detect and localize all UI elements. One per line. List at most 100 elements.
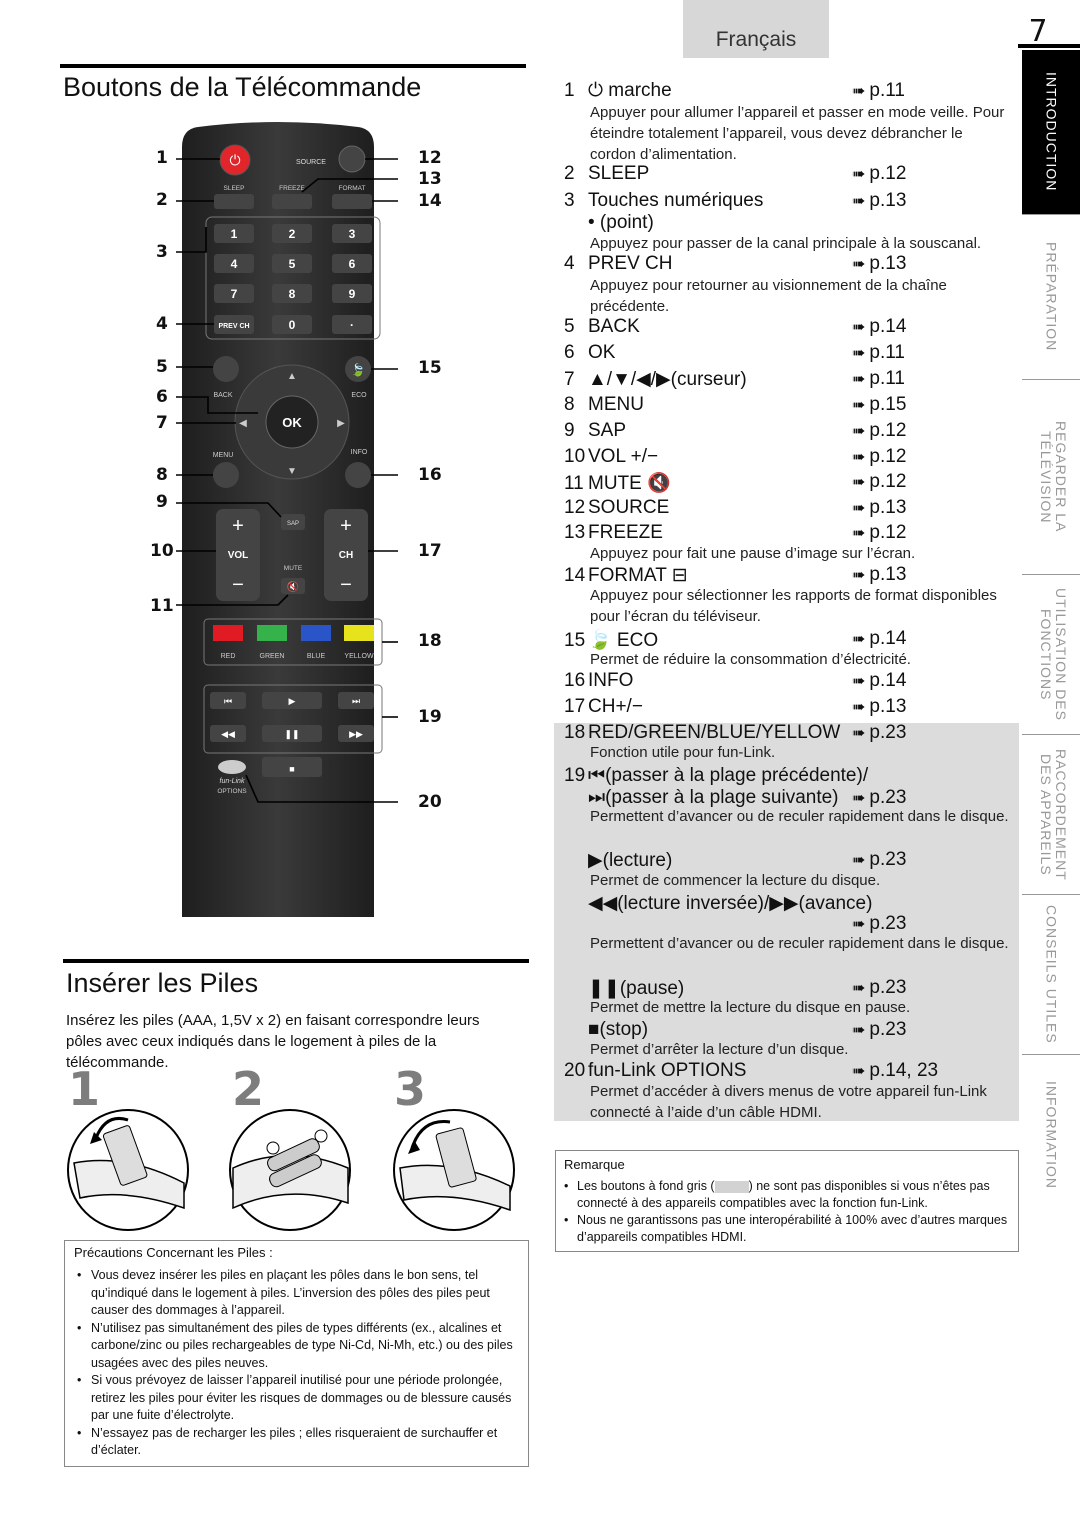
digit-label: 1: [231, 227, 238, 241]
side-tab-regarder-television[interactable]: Regarder la télévision: [1022, 380, 1080, 575]
info-button[interactable]: [345, 462, 371, 488]
arrow-right-icon: ➠: [852, 631, 866, 648]
desc-options: Permet d’accéder à divers menus de votre…: [590, 1083, 987, 1121]
callout-14: 14: [418, 191, 442, 211]
sap-button[interactable]: [281, 514, 305, 530]
desc-marche: Appuyer pour allumer l’appareil et passe…: [590, 104, 1005, 163]
sleep-button[interactable]: [214, 194, 254, 209]
list-item: 19⏮(passer à la plage précédente)/: [564, 765, 954, 787]
side-tab-raccordement-appareils[interactable]: Raccordement des appareils: [1022, 735, 1080, 895]
side-tab-introduction[interactable]: Introduction: [1022, 50, 1080, 215]
digit-0-button[interactable]: [272, 315, 312, 334]
digit-label: 5: [289, 257, 296, 271]
arrow-right-icon: ➠: [852, 1063, 866, 1080]
cursor-up-icon[interactable]: ▲: [287, 371, 297, 382]
arrow-right-icon: ➠: [852, 319, 866, 336]
callout-2: 2: [156, 190, 168, 210]
stop-button[interactable]: [262, 757, 322, 777]
ok-button[interactable]: [265, 395, 319, 449]
vol-minus-label: −: [232, 574, 244, 596]
format-button[interactable]: [332, 194, 372, 209]
blue-button[interactable]: [301, 625, 331, 641]
rewind-button[interactable]: [210, 725, 246, 742]
callout-12: 12: [418, 148, 442, 168]
freeze-button[interactable]: [272, 194, 312, 209]
digit-5-button[interactable]: [272, 254, 312, 273]
page-number: 7: [1028, 14, 1048, 49]
cursor-down-icon[interactable]: ▼: [287, 466, 297, 477]
item-number: 5: [564, 316, 575, 337]
callout-13: 13: [418, 169, 442, 189]
eco-button[interactable]: [345, 356, 371, 382]
menu-button[interactable]: [213, 462, 239, 488]
callout-4: 4: [156, 314, 168, 334]
ch-rocker[interactable]: [324, 509, 368, 601]
prev-ch-button[interactable]: [214, 315, 254, 334]
skip-previous-icon: ⏮: [224, 696, 232, 706]
battery-caution-box: Précautions Concernant les Piles : Vous …: [64, 1240, 529, 1467]
digit-7-button[interactable]: [214, 284, 254, 303]
skip-next-button[interactable]: [338, 692, 374, 709]
digit-9-button[interactable]: [332, 284, 372, 303]
digit-4-button[interactable]: [214, 254, 254, 273]
item-label: CH+/−: [588, 696, 643, 717]
page-reference: ➠p.14: [852, 628, 906, 650]
play-button[interactable]: [262, 692, 322, 709]
digit-3-button[interactable]: [332, 224, 372, 243]
power-button[interactable]: [219, 144, 251, 176]
skip-previous-button[interactable]: [210, 692, 246, 709]
digit-2-button[interactable]: [272, 224, 312, 243]
back-button[interactable]: [213, 356, 239, 382]
item-label: ⏭(passer à la plage suivante): [588, 787, 839, 808]
digit-1-button[interactable]: [214, 224, 254, 243]
fast-forward-button[interactable]: [338, 725, 374, 742]
digit-6-button[interactable]: [332, 254, 372, 273]
page-reference: ➠p.12: [852, 420, 906, 442]
vol-rocker[interactable]: [216, 509, 260, 601]
list-item: N’essayez pas de recharger les piles ; e…: [71, 1425, 522, 1460]
digit-8-button[interactable]: [272, 284, 312, 303]
arrow-right-icon: ➠: [852, 397, 866, 414]
reference-text: p.12: [869, 420, 907, 441]
side-tab-information[interactable]: Information: [1022, 1055, 1080, 1215]
side-tab-conseils-utiles[interactable]: Conseils utiles: [1022, 895, 1080, 1055]
callout-18: 18: [418, 631, 442, 651]
side-tab-preparation[interactable]: Préparation: [1022, 215, 1080, 380]
arrow-right-icon: ➠: [852, 256, 866, 273]
digit-label: 0: [289, 318, 296, 332]
digit-label: 4: [231, 257, 238, 271]
dot-button[interactable]: [332, 315, 372, 334]
page-reference: ➠p.12: [852, 446, 906, 468]
cursor-left-icon[interactable]: ◀: [239, 418, 247, 429]
vol-plus-label: +: [232, 515, 244, 537]
side-tab-utilisation-fonctions[interactable]: Utilisation des fonctions: [1022, 575, 1080, 735]
item-label: BACK: [588, 316, 640, 337]
yellow-button[interactable]: [344, 625, 374, 641]
callout-17: 17: [418, 541, 442, 561]
list-item: Si vous prévoyez de laisser l’appareil i…: [71, 1372, 522, 1425]
source-button[interactable]: [338, 145, 366, 173]
mute-button[interactable]: [281, 578, 305, 594]
item-number: 7: [564, 369, 575, 390]
side-tab-label: Conseils utiles: [1043, 905, 1060, 1044]
desc-skip: Permettent d’avancer ou de reculer rapid…: [590, 808, 1009, 825]
item-number: 4: [564, 253, 575, 274]
page-reference: ➠p.11: [852, 342, 905, 364]
side-tab-label: Raccordement des appareils: [1038, 748, 1069, 881]
list-item: • (point): [564, 212, 954, 234]
arrow-right-icon: ➠: [852, 423, 866, 440]
arrow-right-icon: ➠: [852, 916, 866, 933]
arrow-right-icon: ➠: [852, 790, 866, 807]
page-reference: ➠p.12: [852, 163, 906, 185]
green-button[interactable]: [257, 625, 287, 641]
item-label: SLEEP: [588, 163, 650, 184]
pause-button[interactable]: [262, 725, 322, 742]
arrow-right-icon: ➠: [852, 500, 866, 517]
cursor-right-icon[interactable]: ▶: [337, 418, 345, 429]
page-reference: ➠p.13: [852, 190, 906, 212]
red-button[interactable]: [213, 625, 243, 641]
